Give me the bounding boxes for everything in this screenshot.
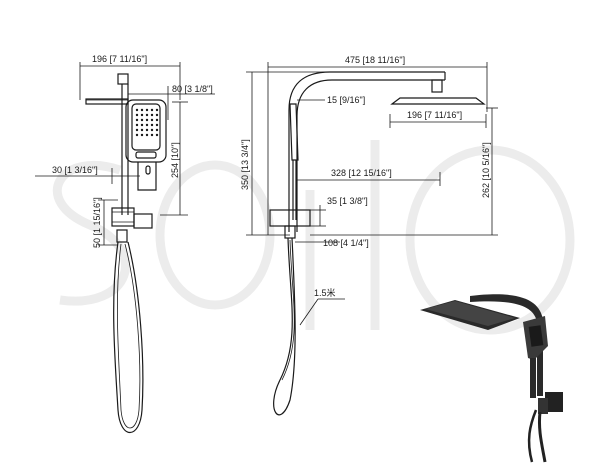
dim-width-196-right: 196 [7 11/16"] [407,110,462,120]
dim-width-196-left: 196 [7 11/16"] [92,54,147,64]
dim-width-80: 80 [3 1/8"] [172,84,213,94]
dim-height-262: 262 [10 5/16"] [481,142,491,198]
dim-height-350: 350 [13 3/4"] [240,139,250,190]
dim-hose-length: 1.5米 [314,287,336,298]
dim-width-328: 328 [12 15/16"] [331,168,392,178]
dim-height-254: 254 [10"] [170,142,180,178]
dim-width-30: 30 [1 3/16"] [52,165,98,175]
dim-width-475: 475 [18 11/16"] [345,55,405,65]
dim-height-50: 50 [1 15/16"] [92,197,102,248]
dim-offset-35: 35 [1 3/8"] [327,196,368,206]
nozzle-grid [135,108,159,137]
dim-offset-15: 15 [9/16"] [327,95,365,105]
left-side-view: 196 [7 11/16"] 80 [3 1/8"] 254 [10" [35,54,215,433]
front-view: 475 [18 11/16"] 350 [13 3/4"] 15 [9/16"]… [240,55,498,416]
dim-width-108: 108 [4 1/4"] [323,238,369,248]
product-render [420,294,563,463]
